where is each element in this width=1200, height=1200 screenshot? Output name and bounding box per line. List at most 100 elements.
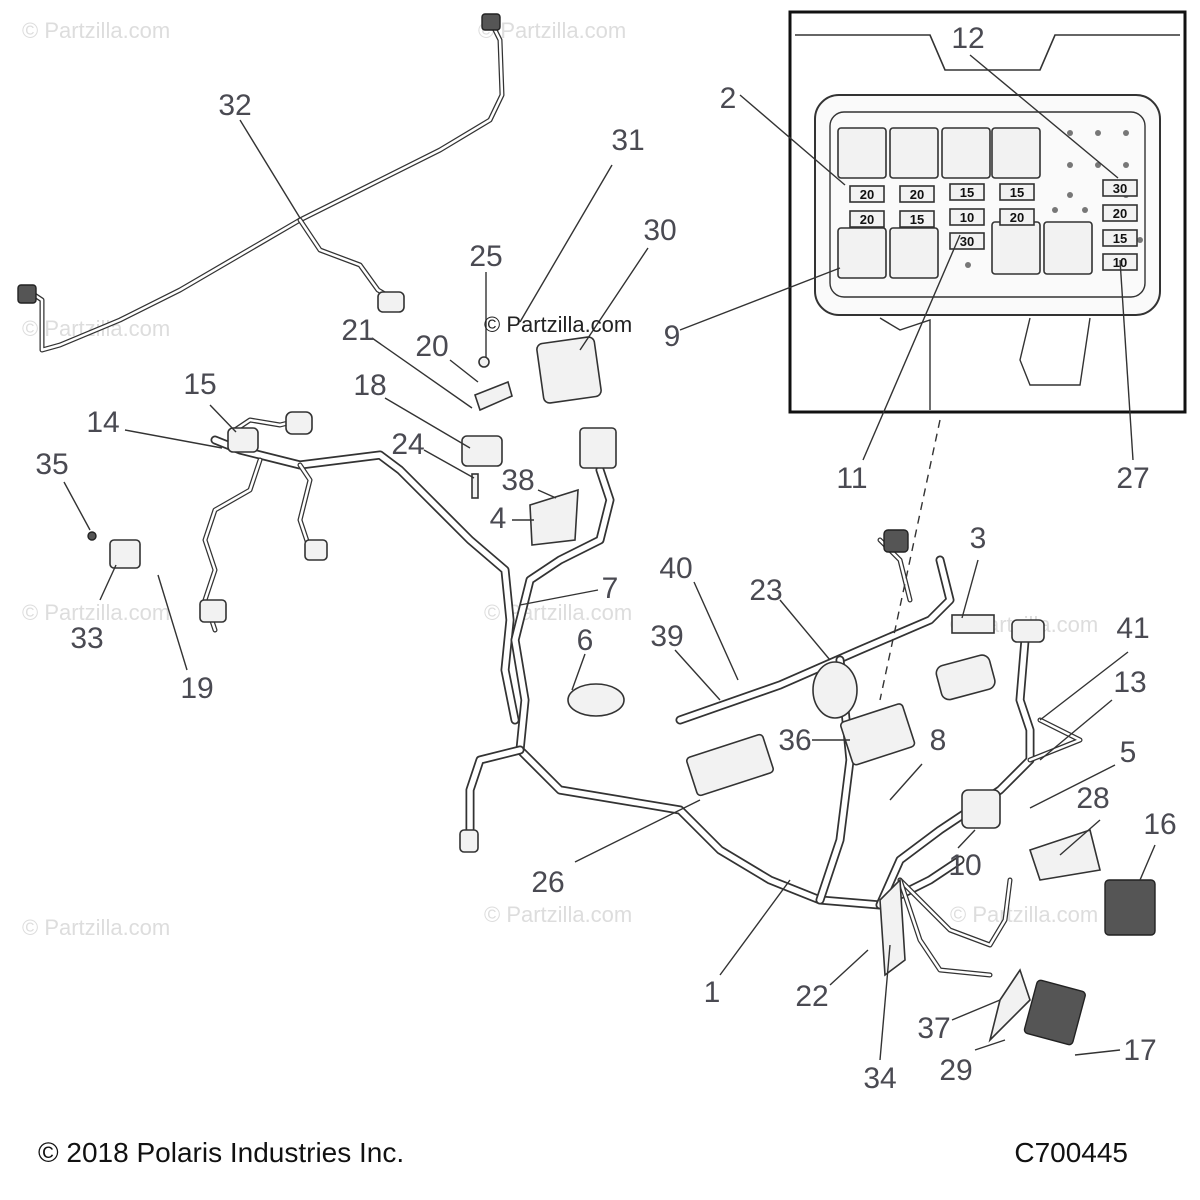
rear-harness-connector-left	[17, 284, 37, 304]
connector-block-26	[686, 733, 774, 797]
relay-18	[461, 435, 503, 467]
part-10	[961, 789, 1001, 829]
callout-34: 34	[863, 1062, 896, 1095]
fuse-label-l: 15	[1113, 231, 1127, 246]
callout-24: 24	[391, 428, 424, 461]
fuse-slot-a	[849, 185, 885, 203]
regulator-lower	[1023, 979, 1086, 1046]
bracket-28	[1028, 828, 1101, 881]
callout-35: 35	[35, 448, 68, 481]
relay-slot-6	[889, 227, 939, 279]
callout-14: 14	[86, 406, 119, 439]
callout-18: 18	[353, 369, 386, 402]
label-3	[951, 614, 995, 634]
callout-16: 16	[1143, 808, 1176, 841]
callout-5: 5	[1120, 736, 1137, 769]
watermark-top-center: © Partzilla.com	[478, 18, 626, 43]
bracket-34	[879, 878, 906, 977]
callout-25: 25	[469, 240, 502, 273]
watermark-bottom-left: © Partzilla.com	[22, 915, 170, 940]
fuse-slot-c	[949, 183, 985, 201]
main-harness	[459, 427, 1083, 978]
diagram-id: C700445	[1014, 1137, 1128, 1168]
watermark-bottom-right: © Partzilla.com	[950, 902, 1098, 927]
bracket-37	[988, 968, 1031, 1043]
callout-37: 37	[917, 1012, 950, 1045]
callout-27: 27	[1116, 462, 1149, 495]
fuse-slot-b	[899, 185, 935, 203]
relay-slot-3	[941, 127, 991, 179]
main-connector-left-low	[459, 829, 479, 853]
fuse-slot-h	[949, 208, 985, 226]
callout-9: 9	[664, 320, 681, 353]
callout-32: 32	[218, 89, 251, 122]
fuse-label-k: 30	[960, 234, 974, 249]
callout-21: 21	[341, 314, 374, 347]
fuse-slot-f	[849, 210, 885, 228]
sensor-33	[109, 539, 141, 569]
fuse-label-i: 20	[1010, 210, 1024, 225]
rear-harness-connector-top	[481, 13, 501, 31]
relay-slot-8	[1043, 221, 1093, 275]
callout-2: 2	[720, 82, 737, 115]
callout-36: 36	[778, 724, 811, 757]
fuse-slot-g	[899, 210, 935, 228]
inset-link-line	[879, 419, 941, 701]
rear-harness-connector-drop	[377, 291, 405, 313]
callout-22: 22	[795, 980, 828, 1013]
fuse-slot-e	[1102, 179, 1138, 197]
regulator-16	[1104, 879, 1156, 936]
relay-slot-2	[889, 127, 939, 179]
callout-15: 15	[183, 368, 216, 401]
callout-12: 12	[951, 22, 984, 55]
callout-38: 38	[501, 464, 534, 497]
fuse-label-d: 15	[1010, 185, 1024, 200]
grommet-6	[567, 683, 625, 717]
callout-6: 6	[577, 624, 594, 657]
leader-lines	[63, 54, 1156, 1061]
callout-13: 13	[1113, 666, 1146, 699]
callout-10: 10	[948, 849, 981, 882]
watermark-top-left: © Partzilla.com	[22, 18, 170, 43]
callout-26: 26	[531, 866, 564, 899]
main-connector-right	[1011, 619, 1045, 643]
callout-29: 29	[939, 1054, 972, 1087]
connector-14	[227, 427, 259, 453]
connector-left-low	[199, 599, 227, 623]
callout-41: 41	[1116, 612, 1149, 645]
module-3	[935, 654, 996, 701]
main-connector-top	[579, 427, 617, 469]
bracket-38	[529, 488, 579, 546]
callout-labels: 32 31 30 25 21 20 18 24 38 4 7 6 40 39 2…	[35, 22, 1176, 1095]
callout-3: 3	[970, 522, 987, 555]
callout-28: 28	[1076, 782, 1109, 815]
grommet-23	[812, 661, 858, 719]
center-watermark: © Partzilla.com	[484, 312, 632, 337]
callout-20: 20	[415, 330, 448, 363]
parts	[87, 336, 1156, 1046]
fuse-label-b: 20	[910, 187, 924, 202]
fuse-slot-j	[1102, 204, 1138, 222]
fuse-label-j: 20	[1113, 206, 1127, 221]
ecu-module	[536, 336, 602, 404]
fuse-label-h: 10	[960, 210, 974, 225]
callout-11: 11	[836, 462, 867, 495]
fuse-slot-i	[999, 208, 1035, 226]
connector-left-mid	[304, 539, 328, 561]
callout-4: 4	[490, 502, 507, 535]
callout-33: 33	[70, 622, 103, 655]
relay-slot-4	[991, 127, 1041, 179]
callout-30: 30	[643, 214, 676, 247]
fuse-label-a: 20	[860, 187, 874, 202]
fuse-slot-d	[999, 183, 1035, 201]
bracket-20	[474, 380, 513, 412]
callout-39: 39	[650, 620, 683, 653]
fuse-box-inset: 20 20 15 15 30 20 15 10 20 20 30 15 10	[788, 10, 1187, 414]
sub-harness	[199, 411, 520, 725]
watermark-left: © Partzilla.com	[22, 600, 170, 625]
callout-8: 8	[930, 724, 947, 757]
pin-24	[471, 473, 479, 499]
fuse-label-f: 20	[860, 212, 874, 227]
callout-19: 19	[180, 672, 213, 705]
